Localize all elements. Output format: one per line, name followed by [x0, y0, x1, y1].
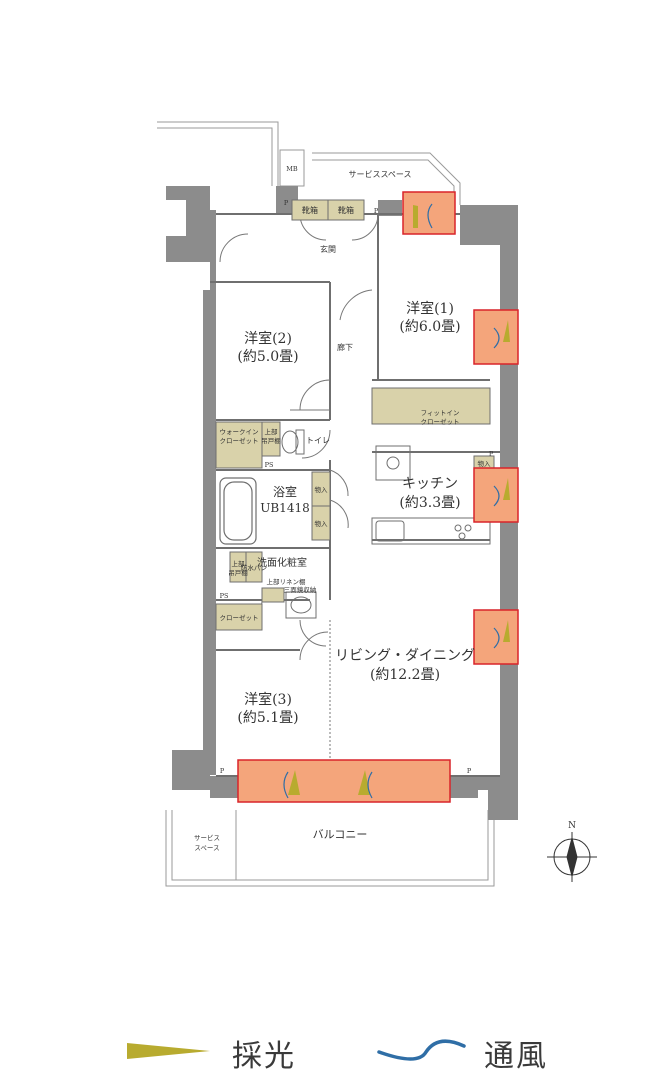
label-washroom: 洗面化粧室 [257, 556, 307, 569]
label-linen-rack: 上部リネン棚 [267, 577, 307, 586]
label-western2-size: (約5.0畳) [237, 349, 298, 365]
label-mirror-storage: 三面鏡収納 [284, 585, 317, 594]
label-walkin-2: クローゼット [220, 436, 259, 445]
label-closet: クローゼット [220, 613, 259, 622]
label-north: N [568, 821, 576, 831]
label-service-space-bottom-2: スペース [194, 844, 219, 852]
label-shoe-box-1: 靴箱 [302, 205, 318, 215]
toilet-fixture [281, 429, 305, 455]
label-balcony: バルコニー [313, 828, 368, 841]
label-storage-2: 物入 [315, 519, 329, 528]
label-storage-3: 物入 [478, 459, 492, 468]
bathtub [219, 477, 257, 545]
label-bath-size: UB1418 [260, 501, 309, 515]
label-living-size: (約12.2畳) [370, 667, 440, 683]
label-western1-size: (約6.0畳) [399, 319, 460, 335]
label-p-2: P [374, 207, 379, 215]
label-western2-name: 洋室(2) [244, 330, 292, 347]
label-fitin-2: クローゼット [421, 417, 460, 426]
label-corridor: 廊下 [337, 342, 353, 352]
legend-light: 採光 [232, 1028, 296, 1078]
label-upper-cabinet-2: 吊戸棚 [261, 436, 281, 445]
window-kitchen [473, 467, 519, 523]
label-ps-2: PS [220, 592, 229, 600]
window-entrance [402, 191, 456, 235]
label-bath-name: 浴室 [273, 484, 297, 499]
label-service-space-bottom-1: サービス [194, 833, 220, 842]
window-room1 [473, 309, 519, 365]
window-highlights [237, 191, 519, 803]
plan-labels: 洋室(1) (約6.0畳) 洋室(2) (約5.0畳) 洋室(3) (約5.1畳… [194, 165, 576, 852]
label-p-5: P [489, 450, 494, 458]
label-western3-name: 洋室(3) [244, 691, 292, 708]
legend-graphics [127, 1039, 466, 1061]
light-wedge-icon [127, 1043, 210, 1059]
label-shoe-box-2: 靴箱 [338, 205, 354, 215]
label-ps-1: PS [265, 461, 274, 469]
compass-icon [547, 832, 597, 882]
label-kitchen-name: キッチン [402, 476, 458, 492]
label-fitin-1: フィットイン [421, 409, 460, 417]
kitchen-fixtures [371, 445, 491, 545]
label-western1-name: 洋室(1) [406, 300, 454, 317]
label-upper-cabinet-3: 上部 [232, 559, 246, 568]
window-balcony [237, 759, 451, 803]
label-p-1: P [284, 199, 289, 207]
label-p-3: P [220, 767, 225, 775]
wind-curve-icon [377, 1039, 466, 1061]
legend-wind: 通風 [484, 1028, 548, 1078]
label-storage-1: 物入 [315, 485, 329, 494]
airflow-marks [283, 203, 510, 799]
window-living [473, 609, 519, 665]
washbasin [285, 591, 317, 619]
label-western3-size: (約5.1畳) [237, 710, 298, 726]
legend-wind-label: 通風 [484, 1039, 548, 1074]
label-toilet: トイレ [306, 436, 330, 445]
legend-light-label: 採光 [232, 1039, 296, 1074]
label-entrance: 玄関 [320, 244, 336, 254]
storage-blocks [215, 199, 495, 631]
label-p-4: P [467, 767, 472, 775]
label-walkin-1: ウォークイン [220, 428, 259, 436]
label-upper-cabinet-1: 上部 [265, 427, 279, 436]
label-kitchen-size: (約3.3畳) [399, 495, 460, 511]
label-waterproof-pan: 防水パン [241, 563, 267, 572]
label-service-space-top: サービススペース [348, 170, 411, 179]
label-mb: MB [286, 165, 298, 173]
label-living-name: リビング・ダイニング [335, 648, 475, 664]
label-upper-cabinet-4: 吊戸棚 [228, 568, 248, 577]
door-swings [219, 213, 379, 776]
